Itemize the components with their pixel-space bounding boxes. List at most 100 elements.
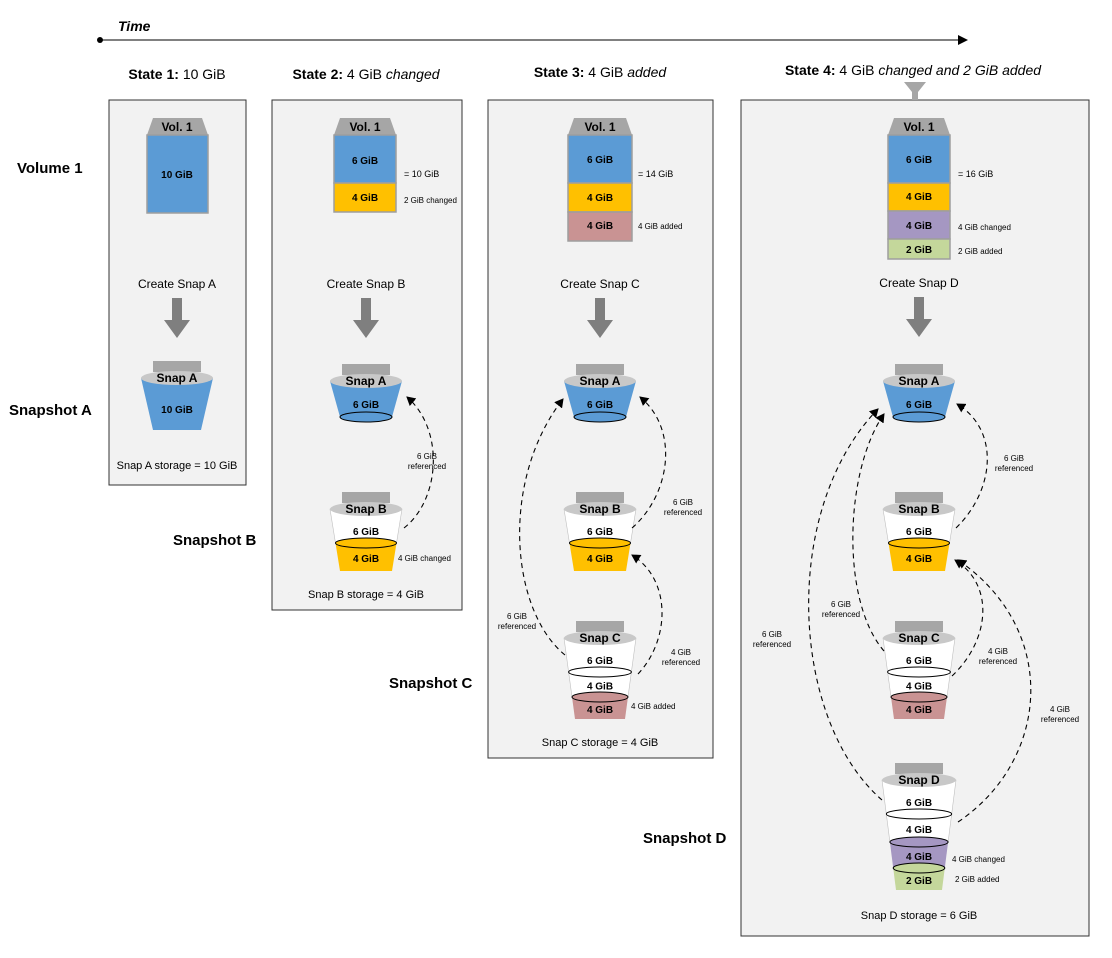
- note-label: 4 GiB changed: [952, 855, 1005, 864]
- bucket-layer-label: 4 GiB: [353, 554, 379, 565]
- bucket-layer-label: 6 GiB: [587, 400, 613, 411]
- state-titles: State 1: 10 GiB State 2: 4 GiB changed S…: [128, 62, 1042, 100]
- layer-boundary: [573, 411, 627, 423]
- bucket-name: Snap B: [898, 502, 940, 516]
- state-2-title: State 2: 4 GiB changed: [292, 66, 440, 82]
- volume-segment: [887, 134, 951, 184]
- bucket-handle-icon: [576, 492, 624, 503]
- ref-arrow-b-to-a: [631, 396, 667, 529]
- volume-segment: [887, 210, 951, 240]
- bucket-layer: [891, 697, 947, 719]
- bucket-layer: [564, 381, 636, 417]
- volume-segment: [887, 182, 951, 212]
- bucket-layer-label: 6 GiB: [906, 656, 932, 667]
- snap-a-bucket-state-1: Snap A 10 GiB: [141, 361, 213, 430]
- volume-label: Vol. 1: [349, 120, 380, 134]
- bucket-layer-label: 6 GiB: [587, 656, 613, 667]
- bucket-rim: [883, 374, 955, 388]
- segment-label: 6 GiB: [352, 156, 378, 167]
- snap-a-bucket-state-4: Snap A6 GiB: [883, 364, 955, 423]
- bucket-rim: [564, 502, 636, 516]
- layer-boundary: [889, 836, 949, 848]
- volume-1-state-1: Vol. 1 10 GiB: [146, 118, 209, 214]
- bucket-rim: [330, 502, 402, 516]
- bucket-rim: [330, 374, 402, 388]
- volume-label: Vol. 1: [903, 120, 934, 134]
- bucket-layer-label: 6 GiB: [906, 798, 932, 809]
- bucket-layer-label: 6 GiB: [353, 527, 379, 538]
- bucket-rim: [883, 631, 955, 645]
- row-label-volume: Volume 1: [17, 160, 83, 177]
- volume-total: = 10 GiB: [404, 169, 439, 179]
- bucket-handle-icon: [895, 364, 943, 375]
- bucket-layer-label: 6 GiB: [906, 527, 932, 538]
- snap-a-bucket-state-3: Snap A6 GiB: [564, 364, 636, 423]
- volume-segment: [333, 182, 397, 213]
- create-snap-d-label: Create Snap D: [879, 276, 959, 290]
- bucket-handle-icon: [895, 492, 943, 503]
- create-snap-b-label: Create Snap B: [327, 277, 406, 291]
- layer-boundary: [890, 691, 948, 703]
- state-4-title: State 4: 4 GiB changed and 2 GiB added: [785, 62, 1042, 78]
- volume-segment: [567, 134, 633, 184]
- bucket-layer: [141, 378, 213, 430]
- layer-boundary: [885, 808, 953, 820]
- timeline: Time: [97, 18, 968, 45]
- bucket-layer: [330, 381, 402, 417]
- bucket-layer-label: 4 GiB: [587, 705, 613, 716]
- create-steps: Create Snap A Create Snap B Create Snap …: [138, 276, 959, 338]
- note-label: 4 GiB changed: [398, 554, 451, 563]
- layer-boundary: [887, 537, 951, 549]
- bucket-handle-icon: [895, 621, 943, 632]
- bucket-handle-icon: [342, 492, 390, 503]
- volume-1-state-2: Vol. 1 6 GiB 4 GiB = 10 GiB 2 GiB change…: [333, 118, 457, 213]
- bucket-layer: [335, 543, 397, 571]
- down-arrow-icon: [906, 297, 932, 337]
- volume-segment: [567, 211, 633, 242]
- ref-arrow-d-to-a: [808, 408, 883, 801]
- bucket-layer-label: 4 GiB: [906, 852, 932, 863]
- volume-cap: [568, 118, 632, 135]
- layer-boundary: [571, 691, 629, 703]
- volume-total: = 14 GiB: [638, 169, 673, 179]
- timeline-label: Time: [118, 18, 151, 34]
- segment-note: 2 GiB changed: [404, 196, 457, 205]
- bucket-name: Snap A: [157, 371, 198, 385]
- segment-label: 4 GiB: [352, 193, 378, 204]
- segment-note: 2 GiB added: [958, 247, 1002, 256]
- bucket-layer-label: 4 GiB: [906, 825, 932, 836]
- bucket-layer: [572, 697, 628, 719]
- bucket-layer-label: 4 GiB: [587, 682, 613, 693]
- bucket-handle-icon: [895, 763, 943, 774]
- bucket-layer-label: 10 GiB: [161, 405, 193, 416]
- ref-arrow-b-to-a: [955, 403, 988, 529]
- state-3-title: State 3: 4 GiB added: [534, 64, 668, 80]
- note-label: 4 GiB added: [631, 702, 675, 711]
- ref-arrow-c-to-b: [951, 559, 984, 677]
- layer-boundary: [339, 411, 393, 423]
- bucket-name: Snap A: [346, 374, 387, 388]
- ref-arrow-b-to-a: [403, 396, 434, 529]
- down-arrow-icon: [587, 298, 613, 338]
- bucket-rim: [564, 374, 636, 388]
- bucket-layer: [889, 842, 949, 868]
- ref-arrow-c-to-b: [631, 554, 663, 675]
- layer-boundary: [892, 862, 946, 874]
- segment-label: 6 GiB: [587, 155, 613, 166]
- bucket-handle-icon: [153, 361, 201, 372]
- layer-boundary: [568, 537, 632, 549]
- funnel-icon: [904, 82, 926, 100]
- bucket-handle-icon: [576, 621, 624, 632]
- bucket-name: Snap B: [579, 502, 621, 516]
